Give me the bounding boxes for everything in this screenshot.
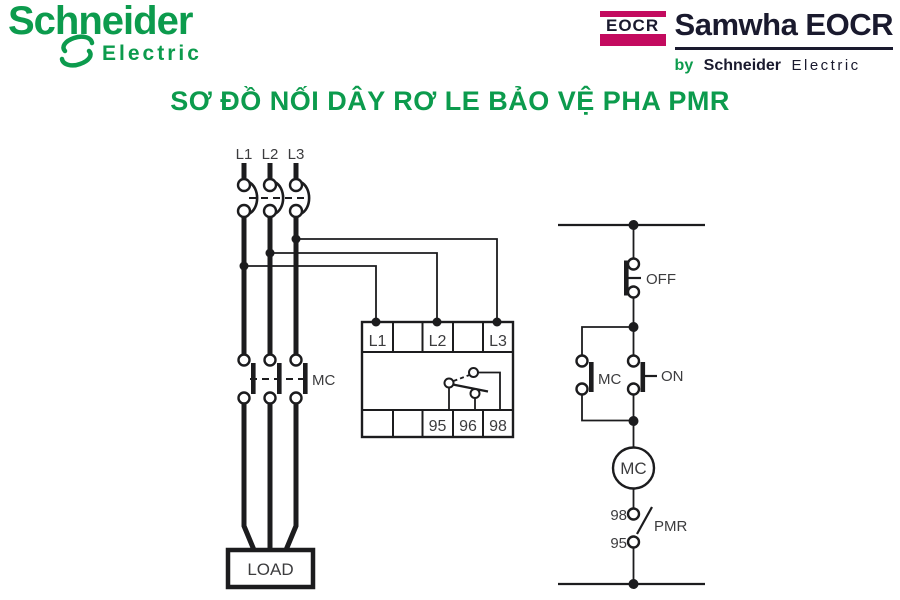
circuit-breaker-symbol xyxy=(236,177,311,219)
eocr-flag-text: EOCR xyxy=(605,16,660,35)
eocr-flag-stripe-top xyxy=(599,11,666,17)
eocr-flag-icon: EOCR xyxy=(599,11,666,46)
relay-terminal-95: 95 xyxy=(429,418,447,435)
mc-aux-label: MC xyxy=(598,371,621,388)
schneider-electric-logo: Schneider Electric xyxy=(8,0,202,73)
mc-main-contacts: MC xyxy=(237,353,335,405)
relay-terminal-l3: L3 xyxy=(489,333,507,350)
pmr-terminal-95: 95 xyxy=(610,535,627,552)
relay-terminal-l2: L2 xyxy=(429,333,447,350)
byline-sub: Electric xyxy=(791,57,861,74)
samwha-eocr-logo: EOCR Samwha EOCR by Schneider Electric xyxy=(599,7,894,75)
phase-label-l2: L2 xyxy=(262,146,279,163)
power-circuit: L1 L2 L3 xyxy=(225,146,515,590)
schneider-logo-name: Schneider xyxy=(8,0,193,43)
pmr-terminal-98: 98 xyxy=(610,507,627,524)
pmr-output-contact-symbol: 98 PMR 95 xyxy=(610,506,688,552)
eocr-underline xyxy=(674,47,893,50)
mc-coil-symbol: MC xyxy=(611,446,656,490)
phase-label-l3: L3 xyxy=(288,146,305,163)
eocr-brand-name: Samwha EOCR xyxy=(674,7,894,42)
relay-terminal-98: 98 xyxy=(489,418,507,435)
control-circuit: OFF MC ON MC xyxy=(558,220,705,589)
mc-coil-label: MC xyxy=(620,459,646,478)
mc-main-label: MC xyxy=(312,372,335,389)
byline-brand: Schneider xyxy=(703,57,782,74)
on-button-symbol: ON xyxy=(626,327,684,421)
eocr-byline: by Schneider Electric xyxy=(675,57,893,75)
schneider-mark-icon xyxy=(58,34,96,73)
mc-aux-contact-symbol: MC xyxy=(575,326,634,422)
load-label: LOAD xyxy=(247,560,293,579)
schneider-logo-sub: Electric xyxy=(102,41,202,65)
byline-by: by xyxy=(674,57,694,74)
pmr-relay-box: L1 L2 L3 95 96 98 xyxy=(360,317,515,439)
relay-output-contact-symbol xyxy=(443,367,501,410)
page-title: SƠ ĐỒ NỐI DÂY RƠ LE BẢO VỆ PHA PMR xyxy=(170,86,730,116)
off-button-symbol: OFF xyxy=(624,257,676,299)
relay-tap-wires xyxy=(239,234,498,322)
phase-label-l1: L1 xyxy=(236,146,253,163)
relay-terminal-l1: L1 xyxy=(369,333,387,350)
relay-terminal-96: 96 xyxy=(459,418,477,435)
pmr-label: PMR xyxy=(654,518,688,535)
load-box: LOAD xyxy=(225,547,316,590)
off-label: OFF xyxy=(646,271,676,288)
on-label: ON xyxy=(661,368,684,385)
eocr-flag-stripe-bottom xyxy=(599,34,666,46)
